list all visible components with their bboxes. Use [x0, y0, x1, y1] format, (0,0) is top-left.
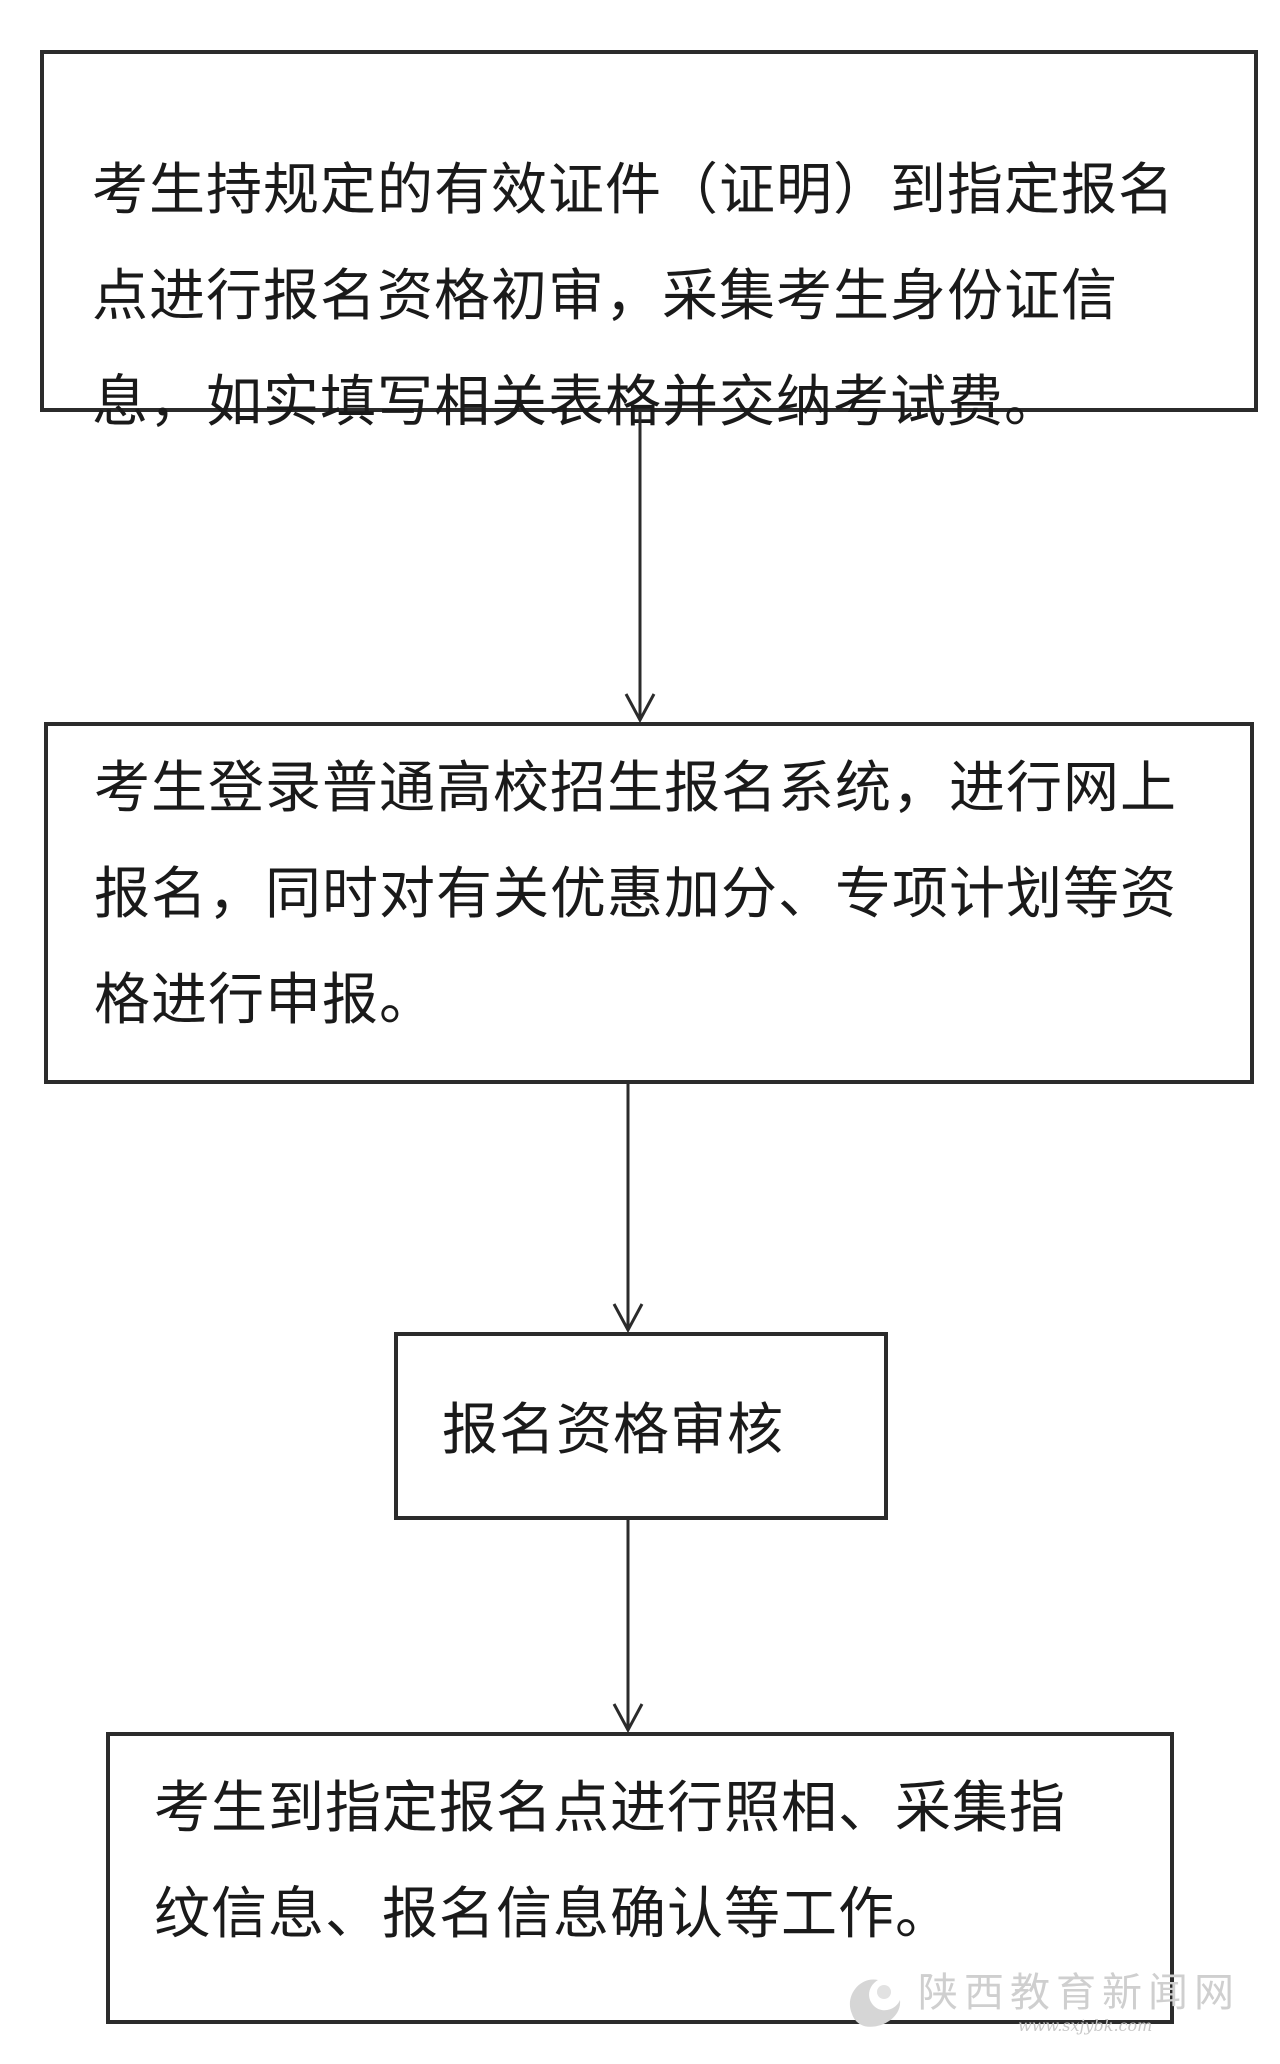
flow-step-2: 考生登录普通高校招生报名系统，进行网上报名，同时对有关优惠加分、专项计划等资格进… [44, 722, 1254, 1084]
flow-step-2-text: 考生登录普通高校招生报名系统，进行网上报名，同时对有关优惠加分、专项计划等资格进… [94, 756, 1177, 1033]
flow-step-3-text: 报名资格审核 [442, 1398, 784, 1463]
arrow-3-to-4 [612, 1520, 644, 1734]
arrow-1-to-2 [624, 412, 656, 724]
watermark-site-name: 陕西教育新闻网 [918, 1970, 1240, 2016]
flow-step-1-text: 考生持规定的有效证件（证明）到指定报名点进行报名资格初审，采集考生身份证信息，如… [92, 158, 1175, 435]
flow-step-4-text: 考生到指定报名点进行照相、采集指纹信息、报名信息确认等工作。 [154, 1776, 1066, 1947]
arrow-2-to-3 [612, 1084, 644, 1334]
flow-step-1: 考生持规定的有效证件（证明）到指定报名点进行报名资格初审，采集考生身份证信息，如… [40, 50, 1258, 435]
watermark-logo-icon [849, 1979, 901, 2027]
watermark-site-url: www.sxjybk.com [1018, 2016, 1153, 2035]
flow-step-3: 报名资格审核 [394, 1332, 888, 1520]
site-watermark: 陕西教育新闻网 www.sxjybk.com [840, 1956, 1260, 2046]
flow-step-4: 考生到指定报名点进行照相、采集指纹信息、报名信息确认等工作。 [106, 1732, 1174, 2024]
